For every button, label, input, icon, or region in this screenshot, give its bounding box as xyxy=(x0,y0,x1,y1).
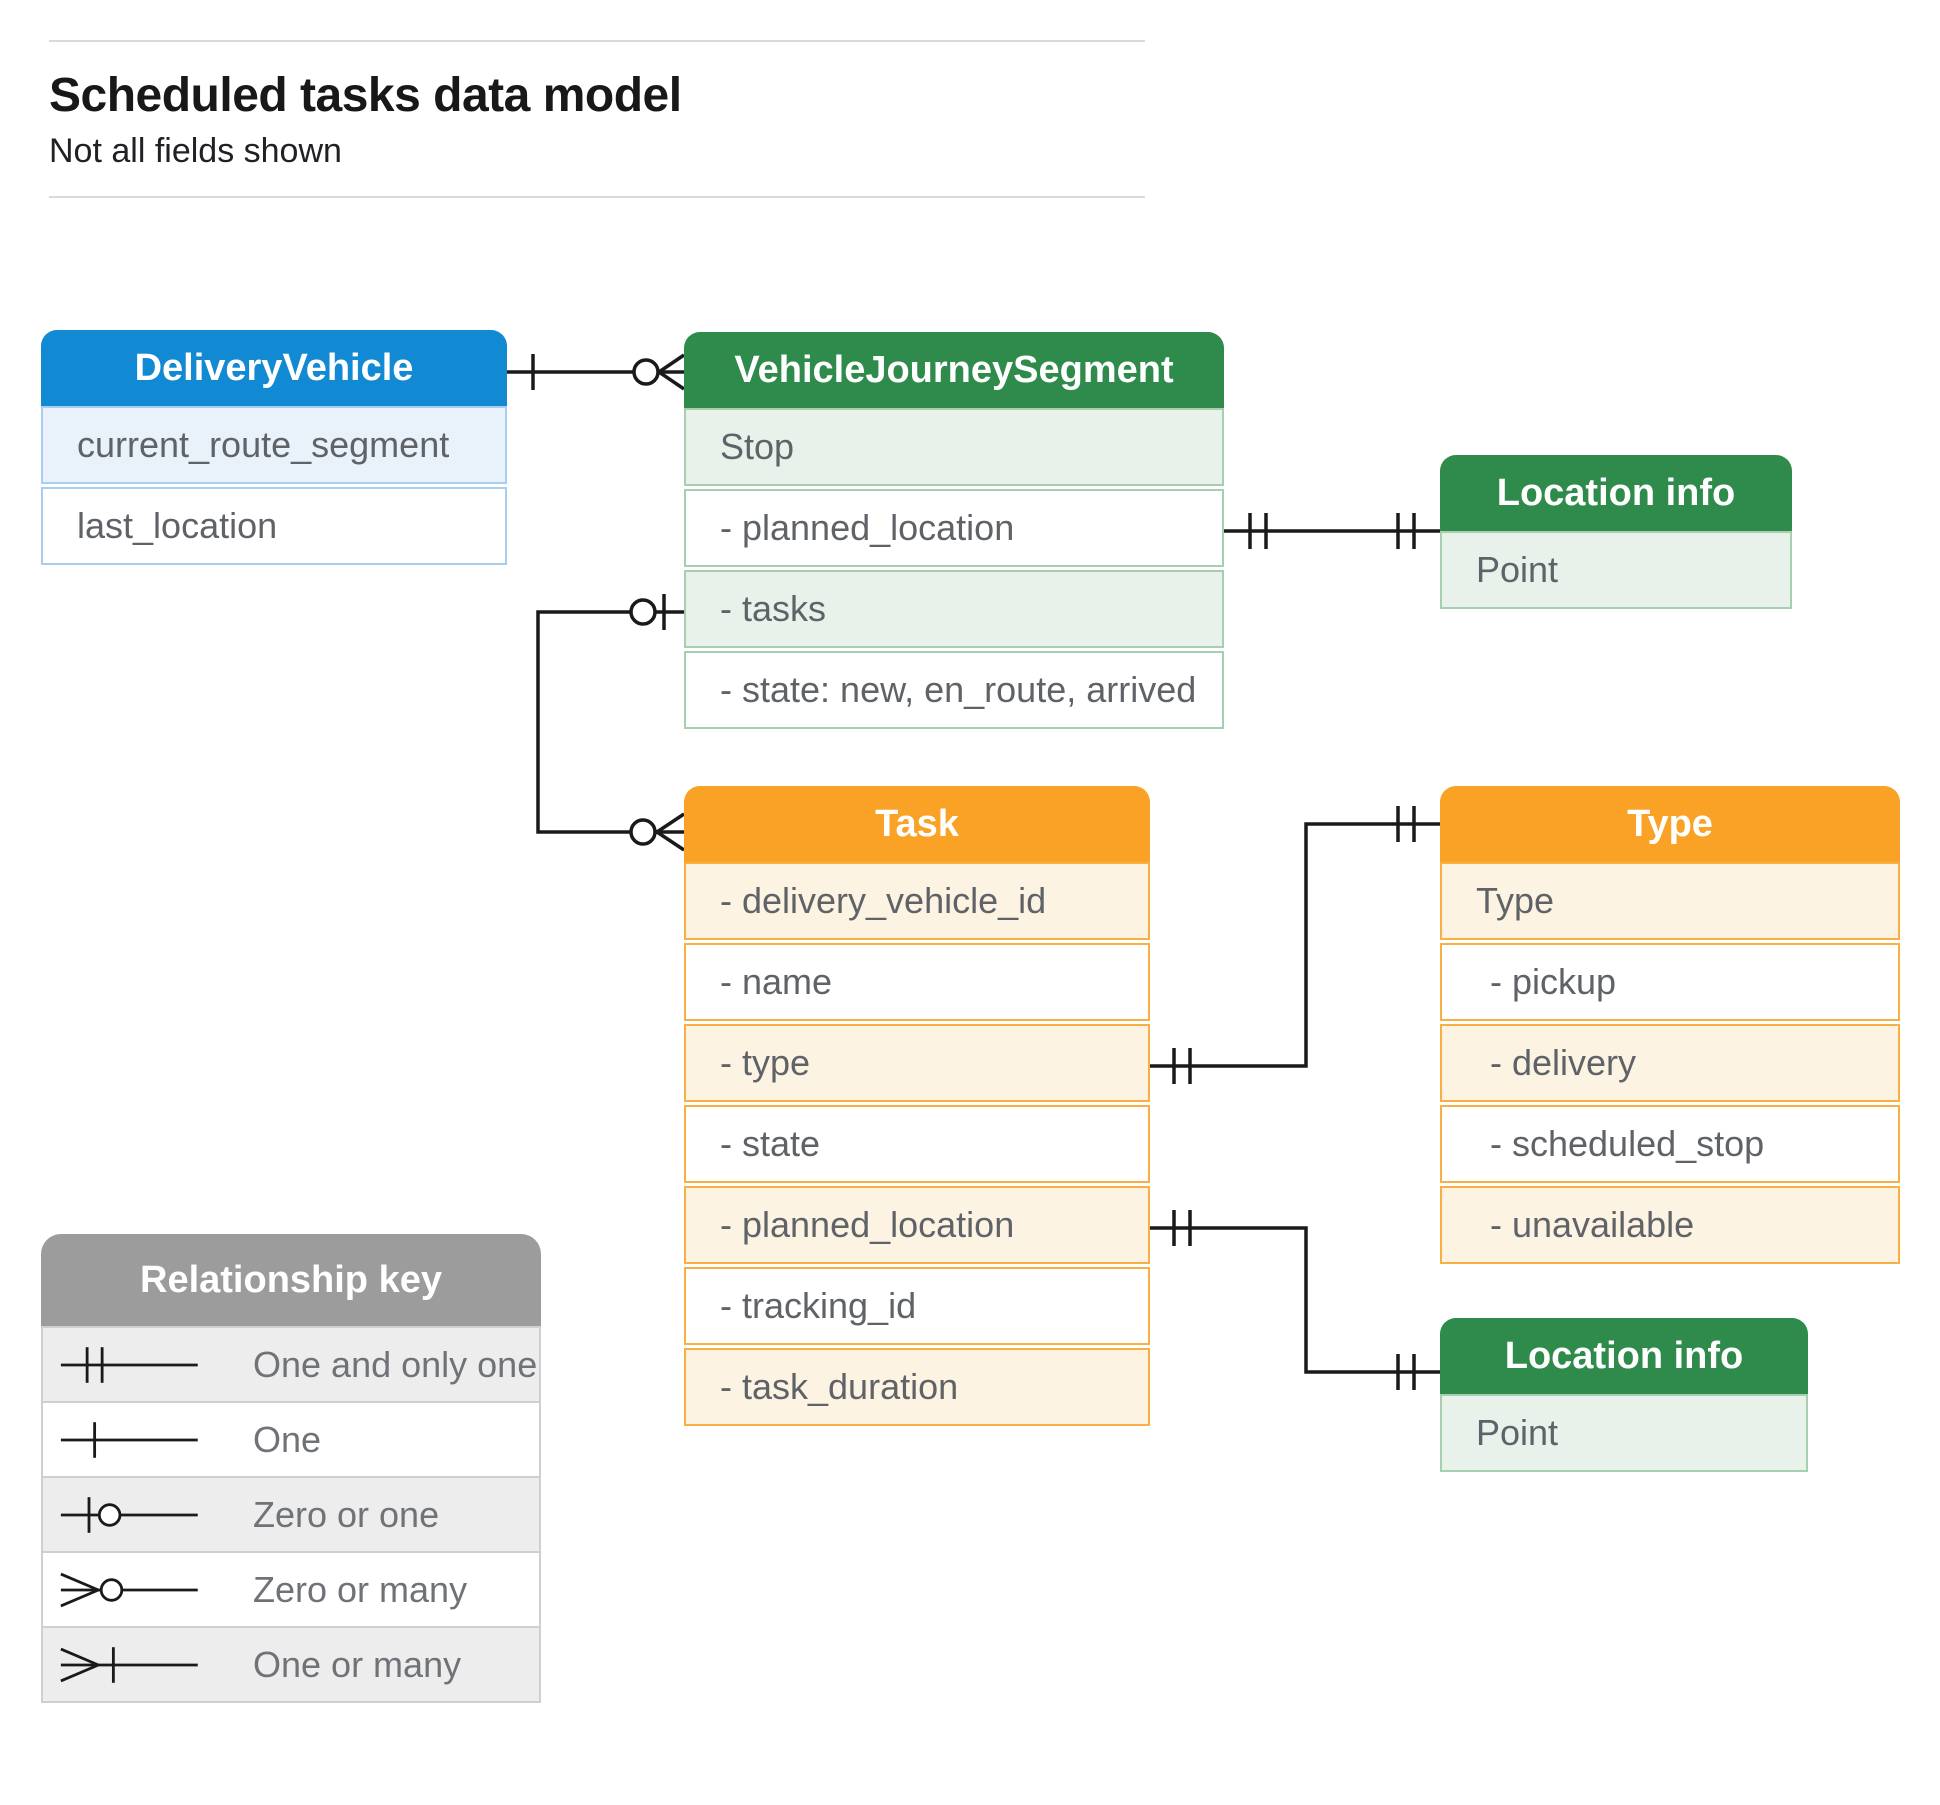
field-task-state: - state xyxy=(684,1105,1150,1183)
field-type-label: Type xyxy=(1440,862,1900,940)
entity-location-info-bottom-body: Point xyxy=(1440,1394,1808,1472)
legend-label: One or many xyxy=(253,1643,462,1685)
field-type: - type xyxy=(684,1024,1150,1102)
legend-label: One xyxy=(253,1418,322,1460)
entity-task-title: Task xyxy=(684,786,1150,862)
entity-type: Type Type - pickup - delivery - schedule… xyxy=(1440,786,1900,1264)
legend-row-zero-or-many: Zero or many xyxy=(41,1551,541,1628)
legend-row-one-or-many: One or many xyxy=(41,1626,541,1703)
entity-location-info-bottom-title: Location info xyxy=(1440,1318,1808,1394)
connector-plannedlocation-to-locationinfo-top xyxy=(1224,513,1440,549)
connector-deliveryvehicle-to-vehiclejourneysegment xyxy=(507,353,685,391)
field-pickup: - pickup xyxy=(1440,943,1900,1021)
relationship-key: Relationship key One and only one One Ze… xyxy=(41,1234,541,1703)
connector-plannedlocation-to-locationinfo-bottom xyxy=(1150,1210,1440,1390)
header-divider xyxy=(49,196,1145,198)
entity-location-info-bottom: Location info Point xyxy=(1440,1318,1808,1472)
legend-row-one-and-only-one: One and only one xyxy=(41,1326,541,1403)
field-stop: Stop xyxy=(684,408,1224,486)
relationship-key-body: One and only one One Zero or one Zero or… xyxy=(41,1326,541,1703)
zero-or-one-icon xyxy=(60,1496,198,1533)
legend-row-zero-or-one: Zero or one xyxy=(41,1476,541,1553)
entity-vehicle-journey-segment: VehicleJourneySegment Stop - planned_loc… xyxy=(684,332,1224,729)
relationship-key-title: Relationship key xyxy=(41,1234,541,1326)
legend-label: Zero or one xyxy=(253,1493,440,1535)
field-delivery-vehicle-id: - delivery_vehicle_id xyxy=(684,862,1150,940)
entity-location-info-top: Location info Point xyxy=(1440,455,1792,609)
field-state: - state: new, en_route, arrived xyxy=(684,651,1224,729)
field-current-route-segment: current_route_segment xyxy=(41,406,507,484)
field-tasks: - tasks xyxy=(684,570,1224,648)
legend-label: One and only one xyxy=(253,1343,538,1385)
field-last-location: last_location xyxy=(41,487,507,565)
entity-type-body: Type - pickup - delivery - scheduled_sto… xyxy=(1440,862,1900,1264)
entity-location-info-top-title: Location info xyxy=(1440,455,1792,531)
field-planned-location: - planned_location xyxy=(684,489,1224,567)
one-or-many-icon xyxy=(60,1646,198,1683)
legend-row-one: One xyxy=(41,1401,541,1478)
page-title: Scheduled tasks data model xyxy=(49,69,682,122)
connector-tasks-to-task xyxy=(536,594,685,852)
connector-tasktype-to-type xyxy=(1150,806,1440,1084)
field-point-top: Point xyxy=(1440,531,1792,609)
entity-location-info-top-body: Point xyxy=(1440,531,1792,609)
field-scheduled-stop: - scheduled_stop xyxy=(1440,1105,1900,1183)
field-tracking-id: - tracking_id xyxy=(684,1267,1150,1345)
field-point-bottom: Point xyxy=(1440,1394,1808,1472)
field-unavailable: - unavailable xyxy=(1440,1186,1900,1264)
field-task-planned-location: - planned_location xyxy=(684,1186,1150,1264)
one-and-only-one-icon xyxy=(60,1346,198,1383)
entity-task-body: - delivery_vehicle_id - name - type - st… xyxy=(684,862,1150,1426)
entity-vehicle-journey-segment-body: Stop - planned_location - tasks - state:… xyxy=(684,408,1224,729)
field-name: - name xyxy=(684,943,1150,1021)
field-task-duration: - task_duration xyxy=(684,1348,1150,1426)
entity-delivery-vehicle: DeliveryVehicle current_route_segment la… xyxy=(41,330,507,565)
legend-label: Zero or many xyxy=(253,1568,468,1610)
zero-or-many-icon xyxy=(60,1572,198,1607)
entity-vehicle-journey-segment-title: VehicleJourneySegment xyxy=(684,332,1224,408)
entity-type-title: Type xyxy=(1440,786,1900,862)
entity-task: Task - delivery_vehicle_id - name - type… xyxy=(684,786,1150,1426)
one-icon xyxy=(60,1421,198,1458)
entity-delivery-vehicle-title: DeliveryVehicle xyxy=(41,330,507,406)
entity-delivery-vehicle-body: current_route_segment last_location xyxy=(41,406,507,565)
top-divider xyxy=(49,40,1145,42)
field-delivery: - delivery xyxy=(1440,1024,1900,1102)
page-subtitle: Not all fields shown xyxy=(49,132,342,170)
